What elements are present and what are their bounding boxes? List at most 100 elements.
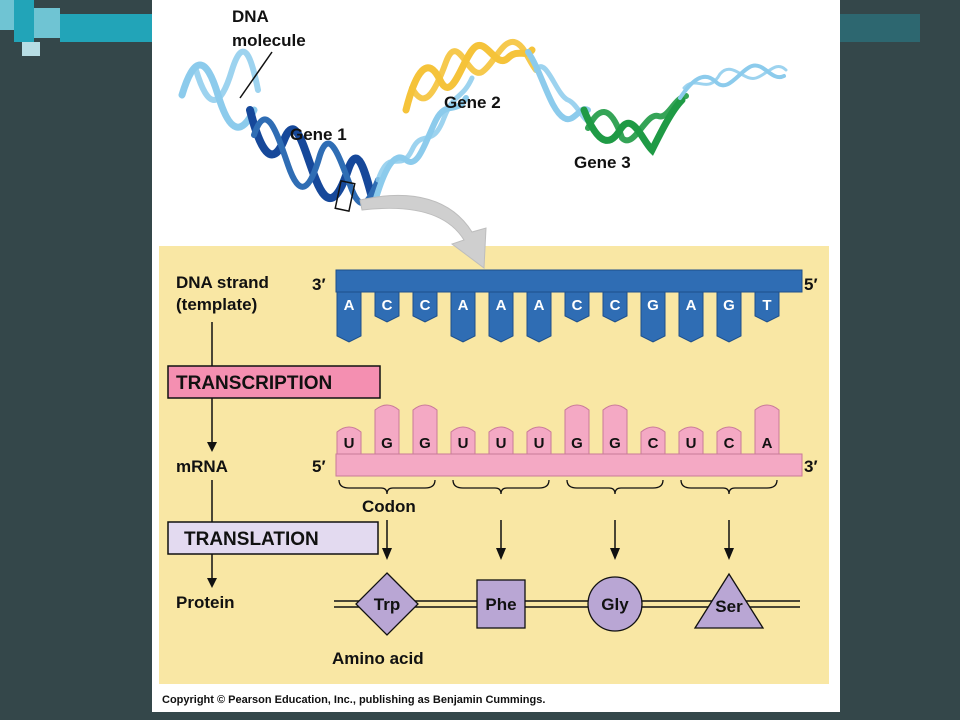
flow-arrowhead: [207, 442, 217, 452]
mrna-base: [412, 404, 438, 457]
dna-molecule: [178, 39, 788, 213]
template-strand-backbone: [335, 269, 803, 293]
mrna-left-end: 5′: [312, 457, 326, 476]
mrna-base-letter: U: [534, 435, 545, 452]
codon-brace: [452, 479, 550, 495]
template-base-letter: C: [572, 297, 583, 314]
mrna-base-letter: U: [686, 435, 697, 452]
protein-label: Protein: [176, 593, 235, 612]
codon-brace: [680, 479, 778, 495]
codon-brace: [566, 479, 664, 495]
template-base-letter: A: [458, 297, 469, 314]
template-label-line2: (template): [176, 295, 257, 314]
template-base: [450, 291, 476, 343]
zoom-arrow: [359, 194, 487, 269]
translation-box: [167, 521, 379, 555]
template-base-letter: C: [610, 297, 621, 314]
template-base: [336, 291, 362, 343]
mrna-base: [640, 426, 666, 457]
gene-3-segment: [580, 96, 686, 156]
flow-arrowhead: [207, 578, 217, 588]
template-base-letter: G: [723, 297, 735, 314]
amino-acid-name: Gly: [601, 595, 629, 614]
mrna-backbone: [335, 453, 803, 477]
mrna-label: mRNA: [176, 457, 228, 476]
gene-2-label: Gene 2: [444, 93, 501, 112]
template-base: [412, 291, 438, 323]
amino-acid-circle: [587, 576, 643, 632]
template-base-letter: A: [496, 297, 507, 314]
gene-1-label: Gene 1: [290, 125, 347, 144]
amino-acid-name: Trp: [374, 595, 400, 614]
dna-molecule-label-line2: molecule: [232, 31, 306, 50]
slide: DNA molecule Gene 1 Gene 2 Gene 3 A C C A A A…: [152, 0, 840, 712]
mrna-base-letter: G: [381, 435, 393, 452]
template-base: [526, 291, 552, 343]
template-right-end: 5′: [804, 275, 818, 294]
template-base-letter: C: [382, 297, 393, 314]
template-base-letter: G: [647, 297, 659, 314]
codon-arrowhead: [724, 548, 734, 560]
template-base-letter: A: [344, 297, 355, 314]
gene-expression-diagram: DNA molecule Gene 1 Gene 2 Gene 3 A C C A A A…: [159, 7, 829, 706]
mrna-base: [374, 404, 400, 457]
transcription-label: TRANSCRIPTION: [176, 373, 332, 394]
mrna-base: [754, 404, 780, 457]
template-base: [640, 291, 666, 343]
mrna-base-letter: U: [344, 435, 355, 452]
mrna-base-letter: U: [496, 435, 507, 452]
corner-tile: [60, 14, 152, 42]
gene-1-segment: [246, 106, 378, 209]
codon-arrowhead: [382, 548, 392, 560]
amino-acid-triangle: [693, 572, 765, 629]
template-label-line1: DNA strand: [176, 273, 269, 292]
dna-molecule-label-line1: DNA: [232, 7, 269, 26]
corner-tile: [22, 42, 40, 56]
corner-tile: [14, 0, 34, 42]
mrna-base-letter: U: [458, 435, 469, 452]
codon-braces: [338, 479, 778, 560]
template-base: [374, 291, 400, 323]
dna-label-pointer: [239, 51, 273, 99]
mrna-base: [678, 426, 704, 457]
amino-acid-diamond: [355, 572, 419, 636]
template-base: [716, 291, 742, 343]
template-base: [602, 291, 628, 323]
mrna-base: [602, 404, 628, 457]
template-base: [488, 291, 514, 343]
mrna-base: [488, 426, 514, 457]
amino-acid-name: Ser: [715, 597, 743, 616]
mrna-right-end: 3′: [804, 457, 818, 476]
mrna-base-letter: C: [724, 435, 735, 452]
gene-3-label: Gene 3: [574, 153, 631, 172]
corner-tile: [34, 8, 60, 38]
amino-acid-label: Amino acid: [332, 649, 424, 668]
amino-acid-name: Phe: [485, 595, 516, 614]
amino-acids: Trp Phe Gly Ser: [355, 572, 765, 636]
codon-brace: [338, 479, 436, 495]
template-left-end: 3′: [312, 275, 326, 294]
translation-label: TRANSLATION: [184, 529, 319, 550]
template-base-letter: A: [686, 297, 697, 314]
template-base: [564, 291, 590, 323]
mrna-base: [336, 426, 362, 457]
template-base-letter: T: [762, 297, 771, 314]
mrna-base-letter: G: [571, 435, 583, 452]
codon-arrowhead: [496, 548, 506, 560]
template-base: [754, 291, 780, 323]
template-base-letter: A: [534, 297, 545, 314]
transcription-box: [167, 365, 381, 399]
mrna-base: [564, 404, 590, 457]
corner-tile: [840, 14, 920, 42]
mrna-base-letter: C: [648, 435, 659, 452]
template-base-letter: C: [420, 297, 431, 314]
mrna-base-letter: G: [609, 435, 621, 452]
mrna-base: [450, 426, 476, 457]
amino-acid-square: [476, 579, 526, 629]
codon-label: Codon: [362, 497, 416, 516]
highlight-box: [334, 179, 356, 213]
mrna-base-letter: G: [419, 435, 431, 452]
template-base: [678, 291, 704, 343]
